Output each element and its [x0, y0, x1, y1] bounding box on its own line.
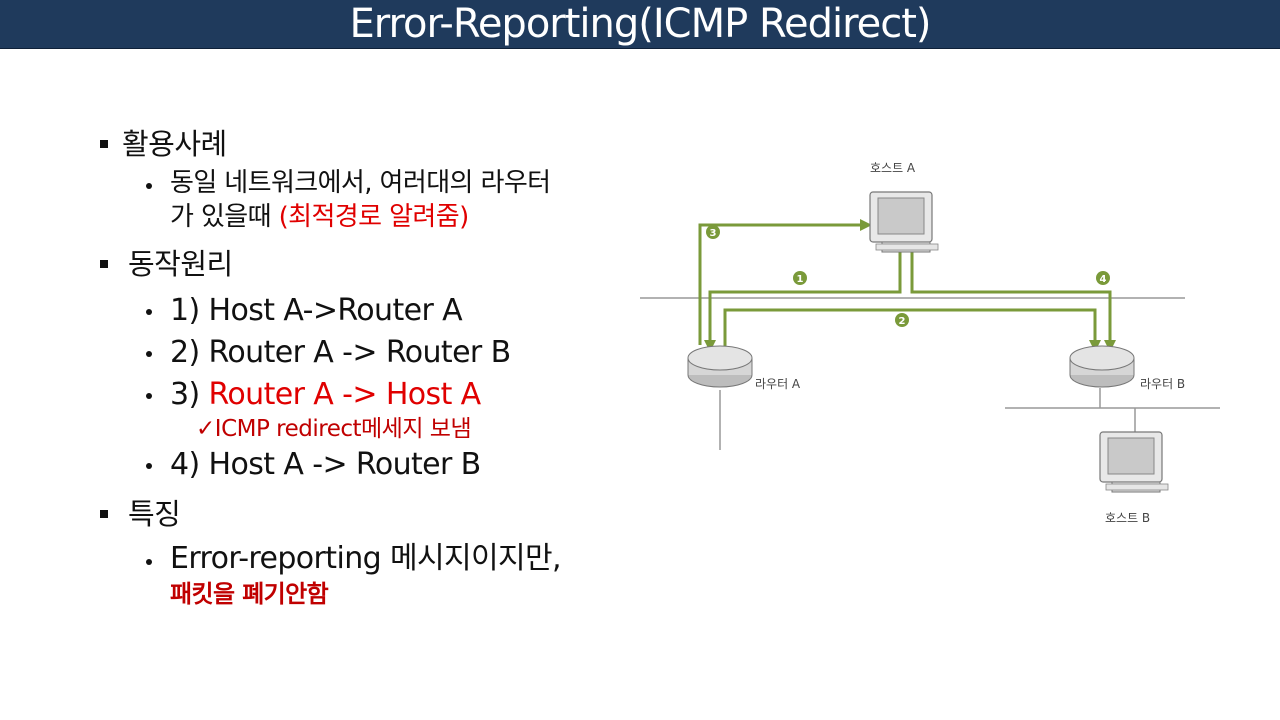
features-heading: 특징: [100, 492, 660, 536]
arrow-path-2: [725, 310, 1095, 350]
host-a-computer-icon: [870, 192, 938, 252]
step-marker-3-label: 3: [710, 228, 717, 239]
step-marker-1-label: 1: [797, 274, 804, 285]
step-4-text: 4) Host A -> Router B: [170, 447, 481, 482]
router-a-icon: [688, 346, 752, 387]
step-marker-2-label: 2: [899, 316, 906, 327]
features-item-line1: Error-reporting 메시지이지만,: [170, 541, 561, 576]
host-b-label: 호스트 B: [1105, 511, 1150, 525]
page-title: Error-Reporting(ICMP Redirect): [0, 0, 1280, 48]
usage-heading: 활용사례: [100, 122, 660, 166]
round-bullet-icon: [146, 309, 152, 315]
round-bullet-icon: [146, 351, 152, 357]
square-bullet-icon: [100, 510, 108, 518]
step-2-text: 2) Router A -> Router B: [170, 335, 511, 370]
checkmark-icon: ✓: [196, 416, 215, 442]
principle-heading: 동작원리: [100, 242, 660, 286]
features-heading-text: 특징: [122, 497, 180, 531]
host-a-label: 호스트 A: [870, 161, 916, 175]
round-bullet-icon: [146, 463, 152, 469]
principle-heading-text: 동작원리: [122, 247, 233, 281]
principle-step-2: 2) Router A -> Router B: [100, 334, 660, 372]
features-item: Error-reporting 메시지이지만, 패킷을 폐기안함: [100, 542, 660, 611]
step-3-sub-text: ICMP redirect메세지 보냄: [215, 416, 471, 442]
step-3-highlight: Router A -> Host A: [209, 377, 481, 412]
usage-item: 동일 네트워크에서, 여러대의 라우터 가 있을때 (최적경로 알려줌): [100, 166, 660, 234]
round-bullet-icon: [146, 183, 152, 189]
square-bullet-icon: [100, 140, 108, 148]
router-a-label: 라우터 A: [755, 377, 801, 391]
features-item-line2: 패킷을 폐기안함: [170, 580, 328, 608]
arrow-path-4: [912, 250, 1110, 340]
principle-step-1: 1) Host A->Router A: [100, 292, 660, 330]
usage-item-line2: 가 있을때: [170, 202, 279, 232]
icmp-redirect-diagram: 3 1 2 4 호스트 A 라우터 A 라우터 B 호스트 B: [630, 150, 1230, 540]
usage-heading-text: 활용사례: [122, 127, 227, 161]
host-b-computer-icon: [1100, 432, 1168, 492]
slide-content: 활용사례 동일 네트워크에서, 여러대의 라우터 가 있을때 (최적경로 알려줌…: [100, 122, 660, 611]
router-b-label: 라우터 B: [1140, 377, 1185, 391]
router-b-icon: [1070, 346, 1134, 387]
principle-step-3-sub: ✓ICMP redirect메세지 보냄: [100, 414, 660, 444]
round-bullet-icon: [146, 393, 152, 399]
arrow-path-1: [710, 250, 900, 340]
step-1-text: 1) Host A->Router A: [170, 293, 462, 328]
usage-item-highlight: (최적경로 알려줌): [279, 202, 469, 232]
square-bullet-icon: [100, 260, 108, 268]
step-3-prefix: 3): [170, 377, 209, 412]
round-bullet-icon: [146, 559, 152, 565]
principle-step-3: 3) Router A -> Host A: [100, 376, 660, 414]
step-marker-4-label: 4: [1100, 274, 1107, 285]
principle-step-4: 4) Host A -> Router B: [100, 446, 660, 484]
usage-item-line1: 동일 네트워크에서, 여러대의 라우터: [170, 168, 550, 198]
